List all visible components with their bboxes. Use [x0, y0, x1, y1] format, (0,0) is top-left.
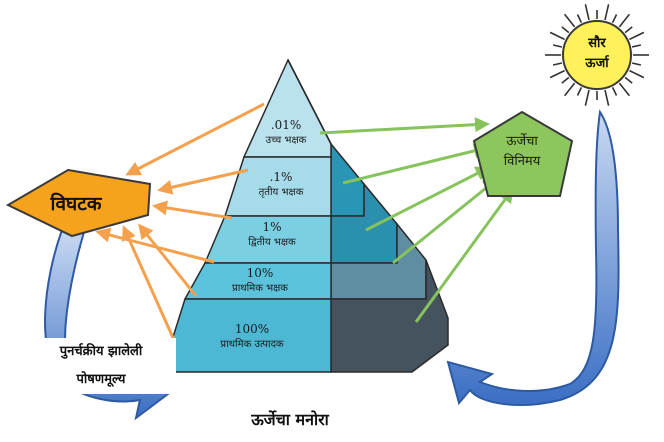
- green-arrow-1: [319, 117, 490, 135]
- level-4-percent: 10%: [246, 266, 274, 280]
- orange-arrow-1: [125, 102, 265, 176]
- sun-ray: [563, 13, 576, 28]
- decomposer-shape: [5, 168, 152, 238]
- sun-ray: [611, 14, 618, 23]
- sun-ray: [604, 4, 610, 21]
- green-arrow-3: [365, 166, 491, 232]
- green-arrow-5: [414, 187, 514, 323]
- recycled-label-line-2: पोषणमूल्य: [76, 372, 126, 387]
- recycle-arrow: [44, 228, 170, 421]
- energy-exchange-line-1: ऊर्जेचा: [506, 134, 538, 149]
- sun-ray: [549, 69, 565, 79]
- sun-ray: [563, 82, 576, 97]
- sun-to-pyramid-arrow: [446, 109, 620, 406]
- level-1-percent: .01%: [270, 118, 302, 132]
- sun-ray: [552, 44, 563, 48]
- level-2-percent: .1%: [269, 170, 293, 184]
- sun-icon: [562, 20, 632, 90]
- sun-ray: [549, 31, 565, 41]
- sun-ray: [631, 44, 642, 48]
- level-3-percent: 1%: [262, 220, 282, 234]
- sun-ray: [618, 13, 631, 28]
- orange-arrow-3: [152, 200, 233, 220]
- level-5-percent: 100%: [234, 322, 270, 336]
- level-4-name: प्राथमिक भक्षक: [232, 283, 288, 294]
- sun-ray: [576, 87, 583, 96]
- sun-ray: [576, 14, 583, 23]
- level-1-name: उच्च भक्षक: [265, 135, 307, 146]
- sun-ray: [624, 26, 633, 34]
- sun-ray: [611, 87, 618, 96]
- sun-rays: [545, 4, 649, 106]
- energy-exchange-shape: [472, 110, 574, 197]
- sun-ray: [624, 76, 633, 84]
- sun-ray: [604, 89, 610, 106]
- green-arrow-2: [342, 143, 489, 185]
- orange-arrow-2: [157, 168, 249, 195]
- recycled-label-line-1: पुनर्चक्रीय झालेली: [59, 344, 143, 359]
- sun-label-line-1: सौर: [588, 36, 606, 51]
- sun-ray: [629, 69, 645, 79]
- level-2-name: तृतीय भक्षक: [258, 187, 304, 198]
- energy-exchange-line-2: विनिमय: [503, 154, 541, 169]
- orange-arrow-6: [122, 225, 176, 341]
- sun-ray: [629, 31, 645, 41]
- sun-ray: [584, 89, 590, 106]
- tier-side-5: [330, 259, 449, 373]
- decomposer-label: विघटक: [50, 193, 102, 215]
- sun-ray: [561, 76, 570, 84]
- orange-arrow-5: [138, 223, 198, 297]
- green-arrow-4: [392, 178, 499, 265]
- level-5-name: प्राथमिक उत्पादक: [220, 339, 284, 350]
- sun-ray: [618, 82, 631, 97]
- diagram-title: ऊर्जेचा मनोरा: [251, 410, 329, 429]
- sun-ray: [561, 26, 570, 34]
- sun-ray: [631, 62, 642, 66]
- sun-ray: [552, 62, 563, 66]
- sun-ray: [584, 4, 590, 21]
- level-3-name: द्वितीय भक्षक: [248, 237, 296, 248]
- sun-label-line-2: ऊर्जा: [585, 56, 609, 71]
